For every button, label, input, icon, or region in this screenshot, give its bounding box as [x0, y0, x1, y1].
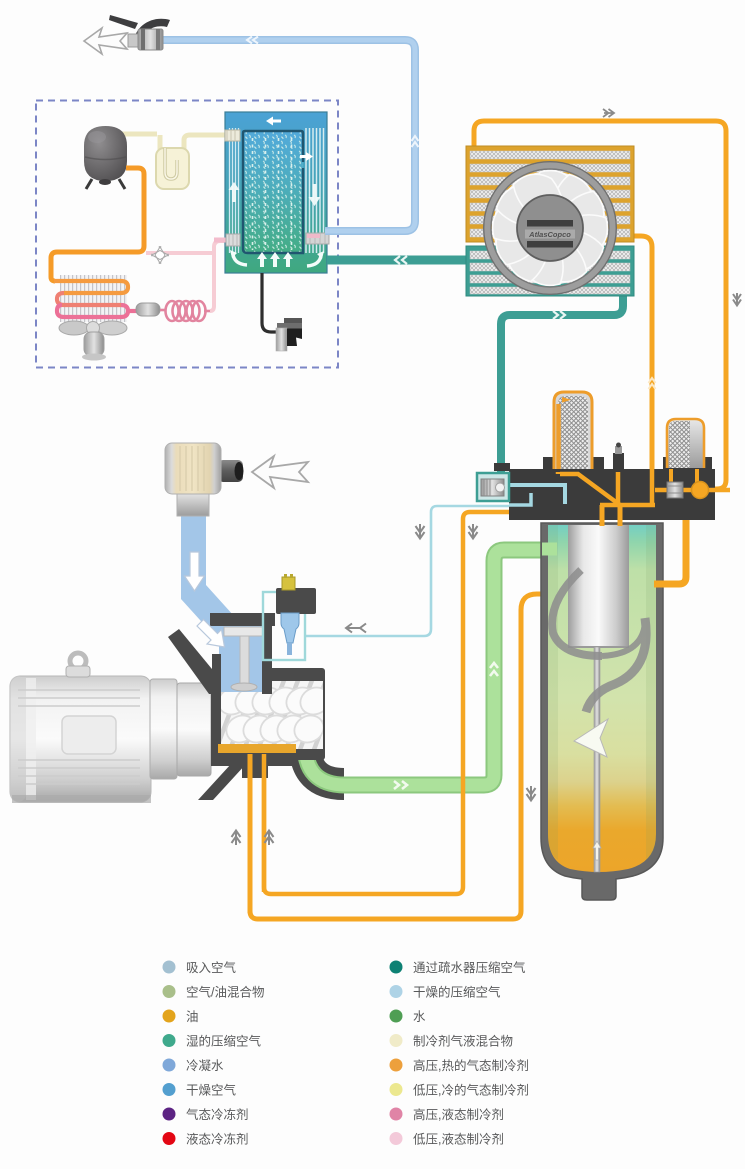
svg-text:干燥的压缩空气: 干燥的压缩空气	[413, 985, 501, 1000]
svg-text:高压,液态制冷剂: 高压,液态制冷剂	[413, 1107, 504, 1122]
svg-text:气态冷冻剂: 气态冷冻剂	[186, 1107, 249, 1122]
svg-text:冷凝水: 冷凝水	[186, 1058, 224, 1073]
svg-text:通过疏水器压缩空气: 通过疏水器压缩空气	[413, 960, 526, 975]
svg-text:湿的压缩空气: 湿的压缩空气	[186, 1034, 262, 1049]
svg-text:空气/油混合物: 空气/油混合物	[186, 985, 264, 1000]
svg-text:液态冷冻剂: 液态冷冻剂	[186, 1132, 249, 1147]
svg-text:水: 水	[413, 1010, 426, 1024]
svg-text:低压,冷的气态制冷剂: 低压,冷的气态制冷剂	[413, 1083, 529, 1098]
svg-text:制冷剂气液混合物: 制冷剂气液混合物	[413, 1034, 513, 1049]
svg-text:AtlasCopco: AtlasCopco	[528, 230, 571, 239]
svg-text:油: 油	[186, 1010, 199, 1024]
svg-text:低压,液态制冷剂: 低压,液态制冷剂	[413, 1132, 504, 1147]
svg-text:高压,热的气态制冷剂: 高压,热的气态制冷剂	[413, 1058, 529, 1073]
svg-text:吸入空气: 吸入空气	[186, 960, 237, 975]
svg-text:干燥空气: 干燥空气	[186, 1083, 237, 1098]
